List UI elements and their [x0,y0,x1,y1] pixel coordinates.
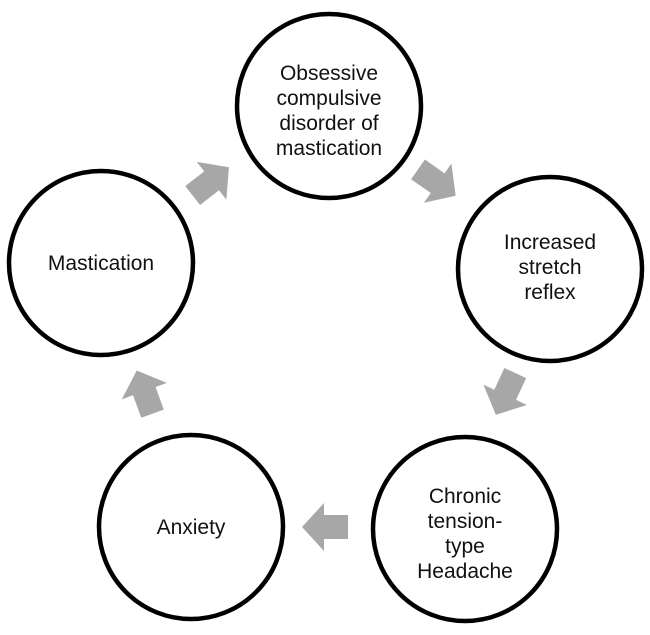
arrow-up-icon [121,370,167,418]
arrows-layer [121,159,527,551]
node-label-line: Increased [504,231,596,254]
node-anxiety: Anxiety [96,432,286,622]
node-label-line: mastication [276,137,382,160]
node-label-line: type [445,535,485,558]
node-circle [370,434,560,624]
arrow-down-left-icon [483,367,527,415]
node-label: Mastication [48,252,154,275]
node-label-line: compulsive [276,87,381,110]
arrow-left-icon [302,503,348,551]
node-label-line: reflex [524,281,576,304]
node-label-line: Anxiety [157,516,226,539]
node-label-line: Headache [417,560,513,583]
node-label: Anxiety [157,516,226,539]
node-circle [6,168,196,358]
node-label-line: disorder of [279,112,378,135]
node-label-line: Mastication [48,252,154,275]
node-mastication: Mastication [6,168,196,358]
node-label-line: Obsessive [280,62,378,85]
arrow-up-right-icon [185,161,229,206]
node-circle [234,11,424,201]
node-label-line: Chronic [429,485,501,508]
node-circle [96,432,286,622]
arrow-down-right-icon [411,159,456,203]
node-label-line: tension- [428,510,503,533]
node-circle [455,174,645,364]
node-label-line: stretch [518,256,581,279]
